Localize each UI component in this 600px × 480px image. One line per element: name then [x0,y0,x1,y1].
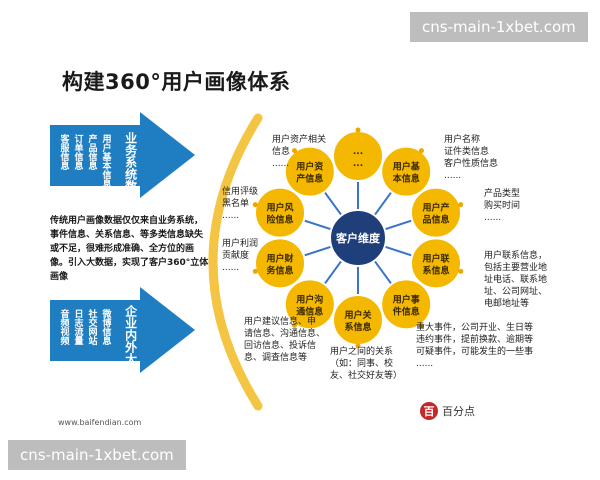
bracket-arc [208,113,263,411]
business-data-item: 客服信息 [58,134,69,170]
dimension-node: 用户基本信息 [380,145,433,198]
dimension-node-circle [380,278,433,331]
page-title: 构建360°用户画像体系 [62,70,291,94]
dimension-node-circle [283,278,336,331]
dimension-node-dot [252,268,258,274]
watermark-top: cns-main-1xbet.com [410,12,588,42]
relation-note: 用户之间的关系 （如：同事、校 友、社交好友等） [330,347,403,381]
finance-note: 用户利润 贡献度 ...... [222,239,259,273]
logo-text: 百分点 [442,405,475,418]
dimension-node-label: 品信息 [422,214,449,226]
dimension-node-label: ... [353,147,363,157]
hub-node: 客户维度 [329,209,387,267]
dimension-node-label: 险信息 [267,214,294,226]
risk-note: 信用评级 黑名单 ...... [222,187,259,221]
dimension-node-label: 用户资 [295,161,323,173]
dimension-node-label: ... [353,159,363,169]
dimension-node-label: 通信息 [296,305,323,317]
dimension-node-label: 用户财 [266,252,294,264]
dimension-node-circle [409,237,462,290]
dimension-node-label: 产信息 [296,173,323,185]
dimension-node: ...... [332,127,384,182]
business-data-item: 用户基本信息 [100,134,111,188]
dimension-node-dot [355,127,361,133]
basic-note: 用户名称 证件类信息 客户性质信息 ...... [444,135,499,181]
intro-text: 传统用户画像数据仅仅来自业务系统，事件信息、关系信息、等多类信息缺失或不足，很难… [50,216,209,282]
bigdata-item: 日志流量 [72,309,83,345]
bigdata-item: 音频视频 [58,309,69,345]
nodes: ......用户基本信息用户产品信息用户联系信息用户事件信息用户关系信息用户沟通… [252,127,464,349]
dimension-node-label: 系信息 [422,264,449,276]
dimension-node-label: 系信息 [344,321,371,333]
dimension-node-label: 用户事 [392,293,420,305]
dimension-node-label: 务信息 [267,264,294,276]
dimension-node-label: 件信息 [393,305,420,317]
dimension-node-dot [292,148,298,154]
dimension-node-label: 用户风 [266,202,294,214]
business-data-title: 业务系统数据 [123,132,138,204]
dimension-node-dot [458,202,464,208]
footer-url: www.baifendian.com [58,418,142,427]
business-data-item: 产品信息 [86,134,97,170]
dimension-node-circle [380,145,433,198]
bigdata-item: 微博信息 [100,309,111,345]
bigdata-item: 社交网站 [86,309,97,345]
bigdata-title: 企业内外大数据 [123,305,138,389]
dimension-node-dot [252,202,258,208]
watermark-bottom: cns-main-1xbet.com [8,440,186,470]
dimension-node-label: 本信息 [393,173,420,185]
dimension-node-dot [418,322,424,328]
dimension-node-circle [254,186,307,239]
dimension-node-label: 用户基 [392,161,421,173]
logo-mark-icon: 百 [420,402,438,420]
asset-note: 用户资产相关 信息 ...... [272,135,327,169]
svg-text:客户维度: 客户维度 [335,231,381,245]
dimension-node-label: 用户联 [421,252,450,264]
dimension-node-dot [418,148,424,154]
product-note: 产品类型 购买时间 ...... [484,189,521,223]
dimension-node-label: 用户关 [343,309,371,321]
brand-logo: 百 百分点 [420,402,475,420]
dimension-node-label: 用户沟 [295,293,323,305]
event-note: 重大事件，公司开业、生日等 违约事件，提前换款、逾期等 可疑事件，可能发生的一些… [416,323,534,369]
dimension-node-circle [283,145,336,198]
business-data-arrow [50,112,195,198]
dimension-node-label: 用户产 [421,202,449,214]
dimension-node: 用户联系信息 [409,237,464,290]
contact-note: 用户联系信息， 包括主要营业地 址电话、联系地 址、公司网址、 电邮地址等 [484,251,548,309]
dimension-node-dot [292,322,298,328]
dimension-node-dot [458,268,464,274]
bigdata-arrow [50,287,195,373]
communication-note: 用户建议信息、申 请信息、沟通信息、 回访信息、投诉信 息、调查信息等 [244,317,326,363]
dimension-node-dot [355,343,361,349]
business-data-item: 订单信息 [72,134,83,170]
